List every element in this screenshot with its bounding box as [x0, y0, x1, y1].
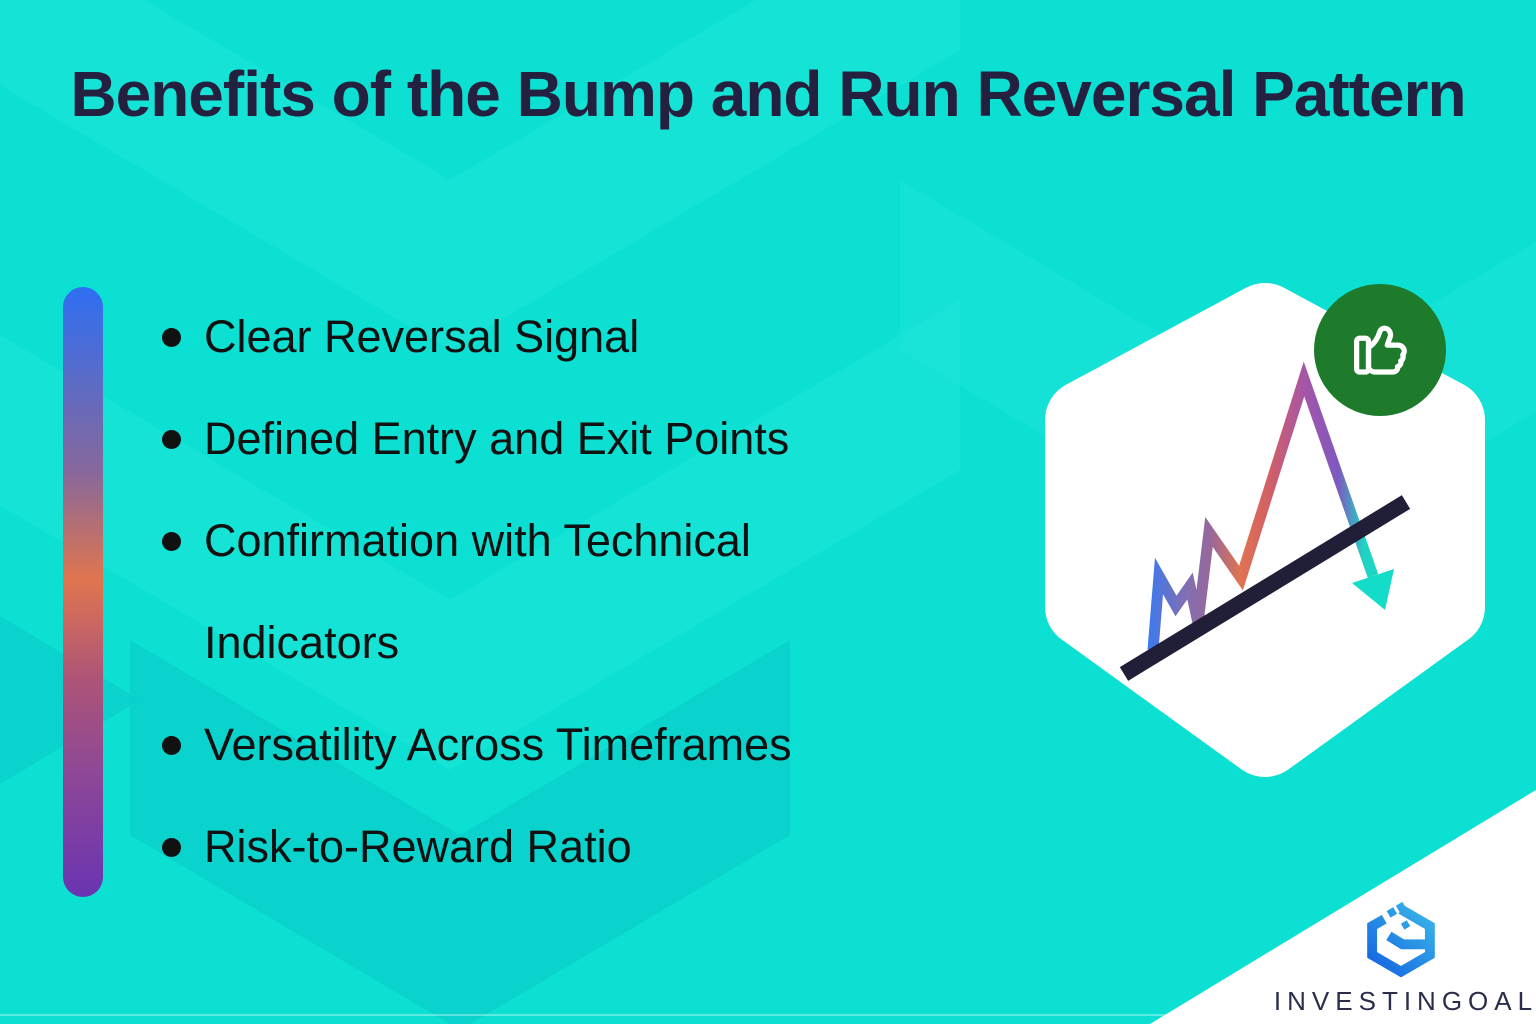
investingoal-logo-icon	[1367, 901, 1435, 978]
benefits-list: Clear Reversal Signal Defined Entry and …	[160, 286, 900, 898]
list-item: Risk-to-Reward Ratio	[160, 796, 900, 898]
list-item: Clear Reversal Signal	[160, 286, 900, 388]
trendline	[1119, 495, 1411, 681]
thumbs-up-badge	[1314, 284, 1446, 416]
list-item: Defined Entry and Exit Points	[160, 388, 900, 490]
page-title: Benefits of the Bump and Run Reversal Pa…	[70, 58, 1466, 130]
bottom-divider-line	[0, 1014, 1536, 1016]
accent-gradient-bar	[63, 287, 103, 897]
hexagon-tile	[1045, 283, 1485, 777]
list-item: Versatility Across Timeframes	[160, 694, 900, 796]
bump-and-run-chart-icon	[1045, 283, 1485, 777]
brand-wordmark: INVESTINGOAL	[1273, 986, 1536, 1016]
down-arrowhead	[1352, 569, 1394, 610]
thumbs-up-icon	[1354, 325, 1407, 375]
list-item: Confirmation with Technical Indicators	[160, 490, 900, 694]
